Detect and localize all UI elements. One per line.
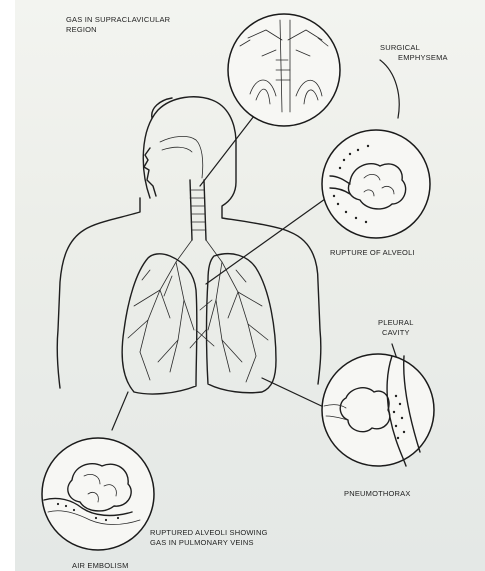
bronchial-tree xyxy=(128,240,268,382)
head-profile xyxy=(144,98,172,196)
surgical-emphysema-label-line2: EMPHYSEMA xyxy=(398,53,448,62)
air-embolism-label: AIR EMBOLISM xyxy=(72,561,129,570)
surgical-emphysema-label-line1: SURGICAL xyxy=(380,43,420,52)
right-lung xyxy=(207,254,277,393)
pleural-cavity-label-line1: PLEURAL xyxy=(378,318,414,327)
rupture-circle xyxy=(322,130,430,238)
left-lung xyxy=(122,254,197,394)
nasal-cavity xyxy=(160,136,203,178)
air-embolism-circle xyxy=(42,438,154,550)
pneumothorax-label: PNEUMOTHORAX xyxy=(344,489,411,498)
ruptured-alveoli-label-line2: GAS IN PULMONARY VEINS xyxy=(150,538,254,547)
body-outline xyxy=(57,97,321,388)
supraclavicular-label-line2: REGION xyxy=(66,25,97,34)
supraclavicular-circle xyxy=(228,14,340,126)
trachea xyxy=(190,180,206,240)
pneumothorax-circle xyxy=(322,354,434,466)
trachea-rings xyxy=(190,190,206,230)
ruptured-alveoli-label-line1: RUPTURED ALVEOLI SHOWING xyxy=(150,528,268,537)
supraclavicular-label-line1: GAS IN SUPRACLAVICULAR xyxy=(66,15,170,24)
rupture-of-alveoli-label: RUPTURE OF ALVEOLI xyxy=(330,248,415,257)
pleural-cavity-label-line2: CAVITY xyxy=(382,328,410,337)
